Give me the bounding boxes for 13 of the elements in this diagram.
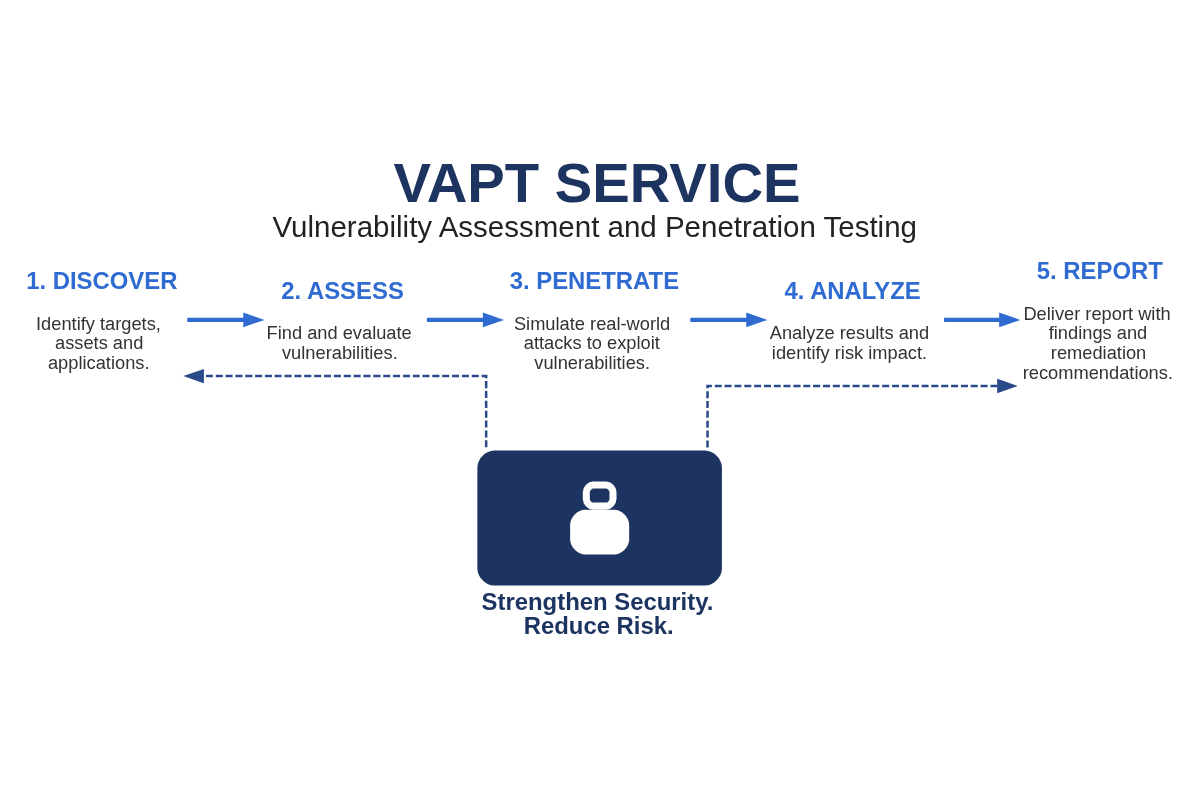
arrow (706, 378, 1018, 448)
node-text: 3. PENETRATE Simulate real-world attacks to exploit vulnerabilities. (509, 267, 680, 373)
arrow (183, 368, 488, 448)
node-picture (477, 450, 722, 586)
node-text: 1. DISCOVER Identify targets, assets and applications. (26, 267, 178, 373)
arrow (426, 312, 504, 328)
node-text: 4. ANALYZE Analyze results and identify risk impact. (769, 276, 930, 364)
node-text: 5. REPORT Deliver report with findings and remediation recommendations. (1022, 257, 1173, 383)
arrow (690, 312, 768, 328)
node-text: 2. ASSESS Find and evaluate vulnerabilities. (266, 276, 412, 364)
node-label: Strengthen Security. Reduce Risk. (481, 588, 714, 640)
arrow (944, 312, 1021, 328)
arrow (187, 312, 265, 328)
